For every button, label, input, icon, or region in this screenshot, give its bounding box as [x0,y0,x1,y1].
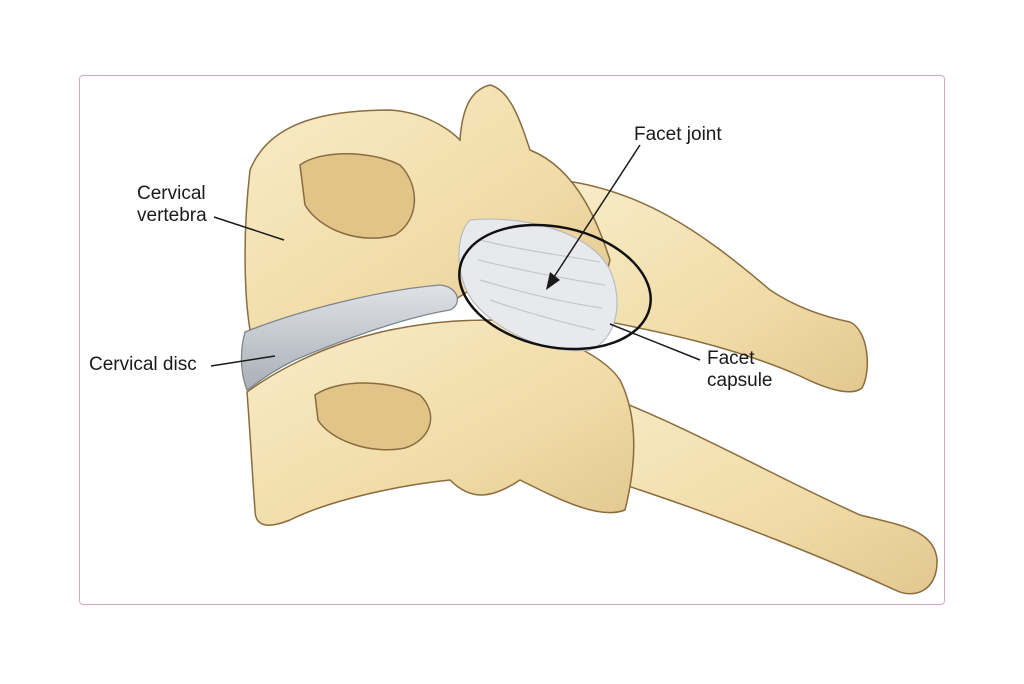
label-cervical-disc: Cervical disc [89,354,197,375]
label-facet-capsule: Facet capsule [707,348,773,392]
upper-spinous-process [558,179,869,393]
label-facet-joint: Facet joint [634,124,722,145]
lower-vertebra [246,319,635,526]
label-cervical-vertebra-line1: Cervical [137,183,206,204]
facet-outline-ellipse [458,223,652,351]
cervical-vertebra-leader [213,216,285,241]
cervical-disc [240,284,459,391]
facet-capsule [458,218,618,352]
label-cervical-vertebra: Cervical vertebra [137,183,207,227]
facet-joint-arrowhead [546,272,560,290]
capsule-fibers [477,239,606,331]
label-facet-capsule-line1: Facet [707,348,755,369]
cervical-disc-leader [210,355,276,367]
lower-spinous-process [559,378,938,595]
facet-capsule-leader [609,323,701,361]
label-facet-capsule-line2: capsule [707,370,773,391]
facet-joint-leader [551,144,641,281]
label-cervical-vertebra-line2: vertebra [137,205,207,226]
